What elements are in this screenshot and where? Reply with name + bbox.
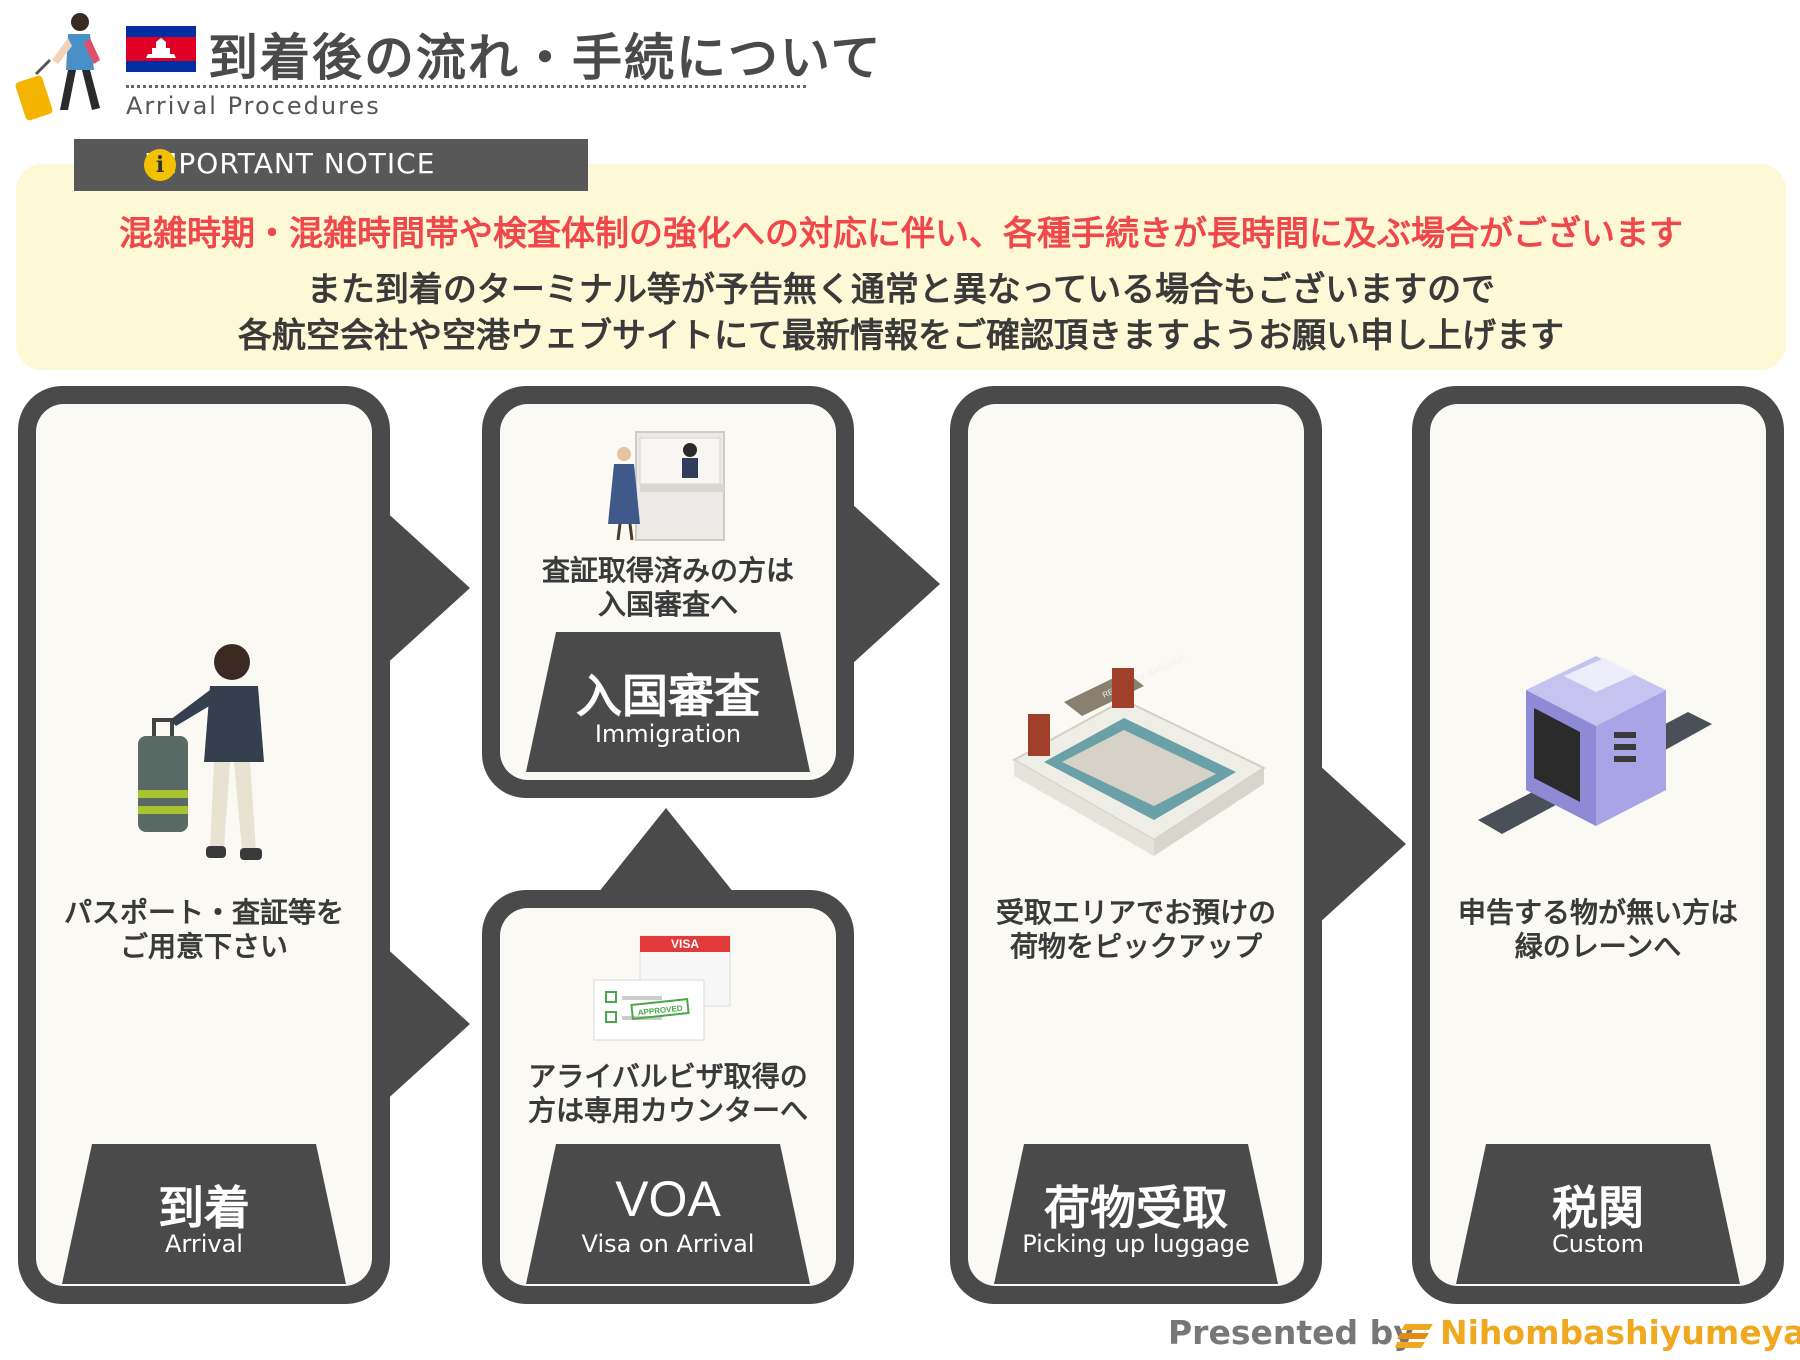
stage-label-plate <box>62 1144 346 1284</box>
stage-title-immigration: 入国審査 <box>576 669 760 723</box>
stage-subtitle-luggage: Picking up luggage <box>1022 1230 1250 1258</box>
presented-by-label: Presented by <box>1168 1313 1415 1352</box>
luggage-desc-line-1: 受取エリアでお預けの <box>995 896 1276 929</box>
immigration-desc-line-1: 査証取得済みの方は <box>541 554 794 587</box>
arrow-up-icon <box>586 808 746 908</box>
immigration-desc-line-2: 入国審査へ <box>597 588 738 621</box>
stage-subtitle-customs: Custom <box>1552 1230 1644 1258</box>
stage-title-customs: 税関 <box>1552 1181 1644 1235</box>
stage-title-arrival: 到着 <box>158 1181 250 1235</box>
page-title: 到着後の流れ・手続について <box>208 29 883 87</box>
brand-name: Nihombashiyumeya <box>1440 1313 1800 1352</box>
title-divider <box>126 85 806 88</box>
xray-scanner-illustration <box>1478 656 1712 834</box>
stage-label-plate <box>526 632 810 772</box>
stage-label-plate <box>1456 1144 1740 1284</box>
traveler-illustration <box>138 644 264 860</box>
stage-label-plate <box>994 1144 1278 1284</box>
stage-subtitle-voa: Visa on Arrival <box>581 1230 755 1258</box>
stage-title-luggage: 荷物受取 <box>1044 1181 1228 1235</box>
customs-desc-line-2: 緑のレーンへ <box>1514 930 1682 963</box>
stage-subtitle-immigration: Immigration <box>594 720 742 748</box>
customs-desc-line-1: 申告する物が無い方は <box>1457 896 1738 929</box>
visa-documents-illustration: VISA APPROVED <box>593 935 731 1041</box>
brand-logo-icon <box>1395 1324 1433 1348</box>
arrival-desc-line-1: パスポート・査証等を <box>63 896 344 929</box>
immigration-booth-illustration <box>608 431 725 541</box>
visa-label: VISA <box>671 937 699 951</box>
arrow-right-icon <box>1296 744 1406 944</box>
stage-title-voa: VOA <box>615 1171 721 1227</box>
notice-warning-text: 混雑時期・混雑時間帯や検査体制の強化への対応に伴い、各種手続きが長時間に及ぶ場合… <box>119 214 1683 254</box>
voa-desc-line-2: 方は専用カウンターへ <box>527 1094 808 1127</box>
notice-text-line-1: また到着のターミナル等が予告無く通常と異なっている場合もございますので <box>306 270 1496 310</box>
arrival-desc-line-2: ご用意下さい <box>119 930 288 963</box>
luggage-desc-line-2: 荷物をピックアップ <box>1009 930 1262 963</box>
info-icon: i <box>144 149 176 181</box>
arrow-right-icon <box>830 484 940 684</box>
cambodia-flag-icon <box>126 26 196 72</box>
notice-panel <box>16 164 1786 370</box>
voa-desc-line-1: アライバルビザ取得の <box>528 1060 808 1093</box>
baggage-carousel-illustration: RECEIPT OF BAGGAGE <box>1011 654 1267 856</box>
stage-label-plate <box>526 1144 810 1284</box>
page-subtitle: Arrival Procedures <box>126 92 381 120</box>
notice-text-line-2: 各航空会社や空港ウェブサイトにて最新情報をご確認頂きますようお願い申し上げます <box>238 316 1564 356</box>
traveler-with-suitcase-icon <box>15 13 100 121</box>
notice-tab: IMPORTANT NOTICE <box>74 139 588 191</box>
notice-tab-label: IMPORTANT NOTICE <box>144 147 436 180</box>
stage-subtitle-arrival: Arrival <box>165 1230 243 1258</box>
